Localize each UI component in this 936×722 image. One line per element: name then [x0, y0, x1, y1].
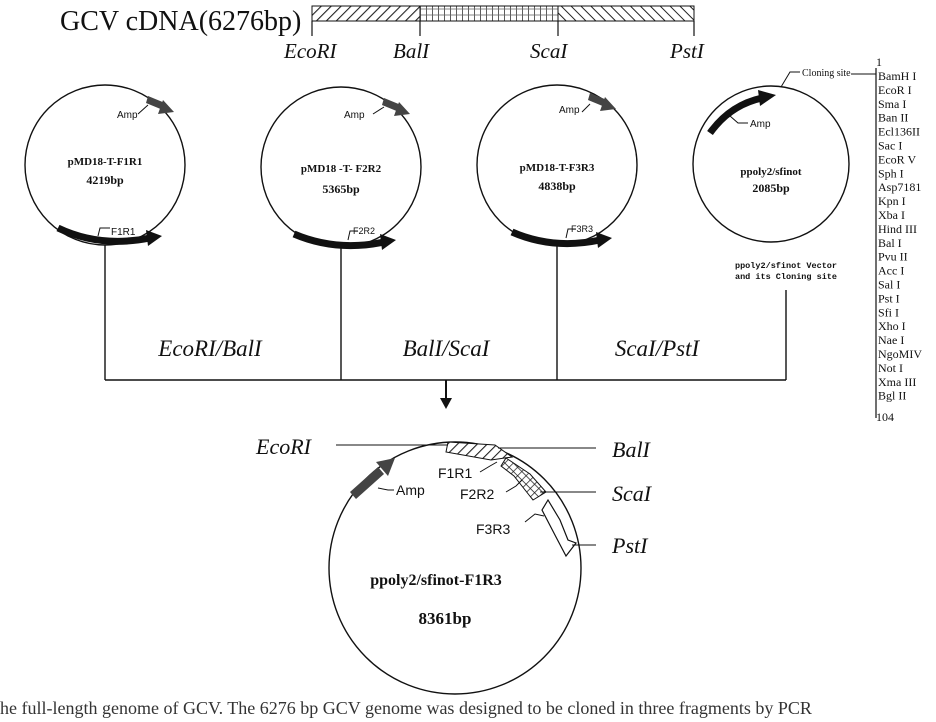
- mcs-site: Not I: [878, 361, 903, 375]
- final-label-f1r1: F1R1: [438, 465, 472, 481]
- genome-title: GCV cDNA(6276bp): [60, 6, 301, 37]
- insert-arrow-2: [292, 230, 385, 250]
- mcs-site: Nae I: [878, 333, 904, 347]
- mcs-start: 1: [876, 55, 882, 69]
- amp-arrow-1: [146, 96, 165, 110]
- amp-label-4: Amp: [750, 119, 771, 130]
- final-plasmid: Amp EcoRI BalI ScaI PstI F1R1 F2R2 F3R3 …: [255, 434, 653, 695]
- mcs-site: Sac I: [878, 139, 902, 153]
- genome-site-ecori: EcoRI: [283, 39, 337, 63]
- mcs-site: Sph I: [878, 166, 904, 180]
- genome-segment-1: [311, 5, 421, 22]
- cloning-site-label: Cloning site: [802, 68, 851, 79]
- genome-site-bali: BalI: [393, 39, 430, 63]
- plasmid-pmd18-f2r2: Amp pMD18 -T- F2R2 5365bp F2R2: [260, 86, 422, 380]
- mcs-site: Xba I: [878, 208, 905, 222]
- genome-bar: [311, 5, 695, 36]
- mcs-site: Asp7181: [878, 180, 921, 194]
- plasmid-pmd18-f1r1: Amp pMD18-T-F1R1 4219bp F1R1: [24, 84, 186, 380]
- digest-label-3: ScaI/PstI: [615, 336, 701, 361]
- final-label-f3r3: F3R3: [476, 521, 510, 537]
- insert-arrow-1: [56, 224, 151, 245]
- digest-bracket: [105, 379, 786, 409]
- final-amp-label: Amp: [396, 482, 425, 498]
- insert-label-2: F2R2: [353, 226, 375, 236]
- plasmid-name-1: pMD18-T-F1R1: [68, 156, 143, 168]
- final-plasmid-name: ppoly2/sfinot-F1R3: [370, 572, 502, 589]
- final-site-ecori: EcoRI: [255, 434, 313, 459]
- plasmid-ppoly2-sfinot: Amp ppoly2/sfinot 2085bp Cloning site pp…: [692, 68, 876, 380]
- insert-label-1: F1R1: [111, 227, 136, 238]
- mcs-site: Bal I: [878, 236, 902, 250]
- amp-arrow-4: [707, 94, 763, 136]
- final-label-f2r2: F2R2: [460, 486, 494, 502]
- plasmid-name-4: ppoly2/sfinot: [740, 166, 801, 178]
- mcs-site: Xho I: [878, 319, 906, 333]
- plasmid-size-4: 2085bp: [752, 181, 790, 195]
- amp-label-2: Amp: [344, 110, 365, 121]
- final-site-scai: ScaI: [612, 481, 653, 506]
- mcs-site: Sal I: [878, 278, 900, 292]
- genome-site-scai: ScaI: [530, 39, 568, 63]
- mcs-site: Bgl II: [878, 389, 906, 403]
- plasmid-size-1: 4219bp: [86, 173, 124, 187]
- plasmid-pmd18-f3r3: Amp pMD18-T-F3R3 4838bp F3R3: [476, 84, 638, 380]
- final-segment-f3r3: [541, 498, 577, 558]
- amp-arrow-3: [588, 93, 607, 107]
- mcs-site: EcoR I: [878, 83, 912, 97]
- mcs-site: EcoR V: [878, 152, 916, 166]
- plasmid-size-3: 4838bp: [538, 179, 576, 193]
- vector-caption-line1: ppoly2/sfinot Vector: [735, 261, 837, 271]
- mcs-site: Hind III: [878, 222, 917, 236]
- mcs-site: Xma III: [878, 375, 916, 389]
- mcs-site: Sma I: [878, 97, 906, 111]
- insert-label-3: F3R3: [571, 224, 593, 234]
- genome-segment-2: [419, 5, 559, 22]
- vector-caption-line2: and its Cloning site: [735, 272, 837, 282]
- plasmid-name-3: pMD18-T-F3R3: [520, 162, 595, 174]
- final-site-bali: BalI: [612, 437, 652, 462]
- mcs-site: Pst I: [878, 291, 900, 305]
- mcs-site: NgoMIV: [878, 347, 922, 361]
- final-plasmid-size: 8361bp: [419, 609, 472, 628]
- genome-site-psti: PstI: [669, 39, 705, 63]
- final-amp-arrow: [350, 467, 384, 499]
- figure-caption: he full-length genome of GCV. The 6276 b…: [0, 698, 812, 718]
- mcs-end: 104: [876, 410, 894, 424]
- digest-label-2: BalI/ScaI: [403, 336, 491, 361]
- amp-label-3: Amp: [559, 105, 580, 116]
- mcs-site: Pvu II: [878, 250, 908, 264]
- mcs-site: Acc I: [878, 264, 904, 278]
- genome-segment-3: [557, 5, 695, 22]
- mcs-site: Ban II: [878, 111, 908, 125]
- mcs-site: Kpn I: [878, 194, 906, 208]
- mcs-site: Sfi I: [878, 305, 899, 319]
- mcs-site: BamH I: [878, 69, 916, 83]
- mcs-site: Ecl136II: [878, 125, 920, 139]
- insert-arrow-3: [510, 228, 601, 248]
- plasmid-size-2: 5365bp: [322, 182, 360, 196]
- plasmid-name-2: pMD18 -T- F2R2: [301, 163, 382, 175]
- final-segment-f1r1: [445, 441, 514, 461]
- amp-label-1: Amp: [117, 110, 138, 121]
- final-segment-f2r2: [500, 457, 547, 501]
- final-site-psti: PstI: [611, 533, 649, 558]
- amp-arrow-2: [382, 98, 401, 112]
- digest-label-1: EcoRI/BalI: [157, 336, 263, 361]
